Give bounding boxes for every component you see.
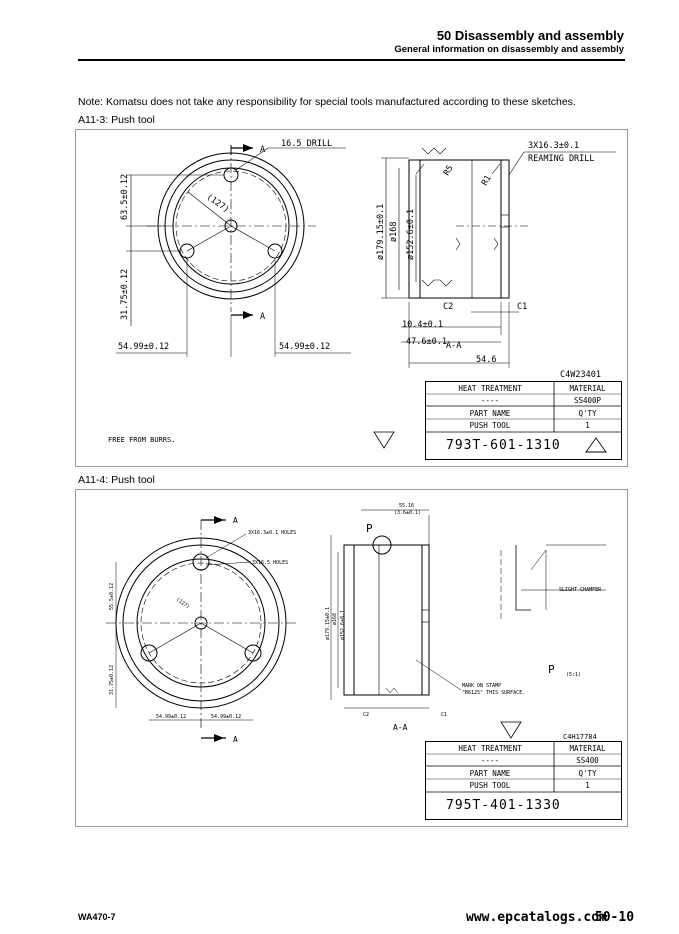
material-value: SS400P xyxy=(573,396,602,405)
reaming-label-2: REAMING DRILL xyxy=(528,154,595,164)
section-view-label: A-A xyxy=(393,723,408,732)
detail-scale: (5:1) xyxy=(566,672,581,678)
drawing-caption: A11-4: Push tool xyxy=(78,474,155,486)
heat-treatment-value: ---- xyxy=(480,396,500,405)
mark-on-stamp-2: "B6125" THIS SURFACE. xyxy=(462,690,525,696)
footer-right: www.epcatalogs.com50-10 xyxy=(466,910,634,925)
material-label: MATERIAL xyxy=(569,384,606,393)
part-name-label: PART NAME xyxy=(469,769,511,778)
material-value: SS400 xyxy=(576,756,599,765)
chamfer-c2: C2 xyxy=(363,712,369,718)
section-outline xyxy=(408,159,510,299)
section-marker-bottom: A xyxy=(233,735,238,744)
material-label: MATERIAL xyxy=(569,744,606,753)
detail-label: P xyxy=(548,663,555,676)
dim-54-right-label: 54.99±0.12 xyxy=(279,342,330,352)
dim-10-label: 10.4±0.1 xyxy=(402,320,443,330)
part-name-label: PART NAME xyxy=(469,409,511,418)
push-tool-drawing-2: A A 3X16.3±0.1 HOLES 3X16.5 HOLES (127) … xyxy=(106,503,606,744)
heat-treatment-label: HEAT TREATMENT xyxy=(458,384,522,393)
dim-31-label: 31.75±0.12 xyxy=(120,269,130,320)
section-view-label: A-A xyxy=(446,341,461,351)
chamfer-c1: C1 xyxy=(441,712,447,718)
drill-label: 16.5 DRILL xyxy=(281,139,332,149)
drawing-caption: A11-3: Push tool xyxy=(78,114,155,126)
part-name-value: PUSH TOOL xyxy=(469,421,511,430)
dim-55-label: 55.5±0.12 xyxy=(109,583,115,610)
pcd-label: (127) xyxy=(175,597,191,611)
section-marker-top: A xyxy=(260,145,265,155)
dim-54-left-label: 54.99±0.12 xyxy=(118,342,169,352)
free-from-burrs: FREE FROM BURRS. xyxy=(108,436,175,444)
holes-label-2: 3X16.5 HOLES xyxy=(252,560,288,566)
section-title: 50 Disassembly and assembly xyxy=(436,28,624,43)
page-number: 50-10 xyxy=(594,910,635,925)
dim-54-label: 54.6 xyxy=(476,355,496,365)
dia-152-label: ø152.6±0.1 xyxy=(406,209,416,260)
drawing-code: C4H17784 xyxy=(563,733,597,741)
slight-chamfer: SLIGHT CHAMFER xyxy=(559,587,602,593)
qty-value: 1 xyxy=(585,781,590,790)
dia-168-label: ø168 xyxy=(332,613,338,625)
section-arrow xyxy=(243,311,253,319)
dim-63-label: 63.5±0.12 xyxy=(120,174,130,220)
title-block: HEAT TREATMENT ---- MATERIAL SS400 PART … xyxy=(425,741,622,820)
dia-152-label: ø152.6±0.1 xyxy=(340,610,346,640)
dia-179-label: ø179.15±0.1 xyxy=(325,607,331,640)
drawing-code: C4W23401 xyxy=(560,370,601,380)
section-arrow xyxy=(243,144,253,152)
dia-168-label: ø168 xyxy=(389,222,399,242)
section-marker-bottom: A xyxy=(260,312,265,322)
pcd-label: (127) xyxy=(204,192,231,215)
drawing-panel: A A 16.5 DRILL (127) 63.5±0.12 31.75±0.1… xyxy=(75,129,628,467)
dim-31-label: 31.75±0.12 xyxy=(109,665,115,695)
model-number: WA470-7 xyxy=(78,912,116,922)
header-divider xyxy=(78,59,625,61)
qty-label: Q'TY xyxy=(578,409,597,418)
holes-label-1: 3X16.3±0.1 HOLES xyxy=(248,530,296,536)
qty-value: 1 xyxy=(585,421,590,430)
section-subtitle: General information on disassembly and a… xyxy=(394,44,624,55)
dim-47-label: 47.6±0.1 xyxy=(406,337,447,347)
title-block: HEAT TREATMENT ---- MATERIAL SS400P PART… xyxy=(425,381,622,460)
dia-179-label: ø179.15±0.1 xyxy=(376,204,386,260)
radius-r5: R5 xyxy=(442,164,456,178)
dim-top-2: (3.6±0.1) xyxy=(394,510,421,516)
dim-54-right-label: 54.99±0.12 xyxy=(211,714,241,720)
disclaimer-note: Note: Komatsu does not take any responsi… xyxy=(78,96,576,108)
heat-treatment-label: HEAT TREATMENT xyxy=(458,744,522,753)
mark-on-stamp-1: MARK ON STAMP xyxy=(462,683,501,689)
chamfer-c2: C2 xyxy=(443,302,453,312)
push-tool-drawing-1: A A 16.5 DRILL (127) 63.5±0.12 31.75±0.1… xyxy=(108,139,616,449)
part-name-value: PUSH TOOL xyxy=(469,781,511,790)
heat-treatment-value: ---- xyxy=(480,756,500,765)
section-marker-top: A xyxy=(233,516,238,525)
chamfer-c1: C1 xyxy=(517,302,527,312)
part-number: 793T-601-1310 xyxy=(446,438,561,453)
detail-p-marker: P xyxy=(366,522,373,535)
dim-54-left-label: 54.99±0.12 xyxy=(156,714,186,720)
part-number: 795T-401-1330 xyxy=(446,798,561,813)
dim-top-1: 55.16 xyxy=(399,503,414,509)
reaming-label-1: 3X16.3±0.1 xyxy=(528,141,579,151)
website-link[interactable]: www.epcatalogs.com xyxy=(466,910,607,925)
qty-label: Q'TY xyxy=(578,769,597,778)
radius-r1: R1 xyxy=(480,174,494,188)
